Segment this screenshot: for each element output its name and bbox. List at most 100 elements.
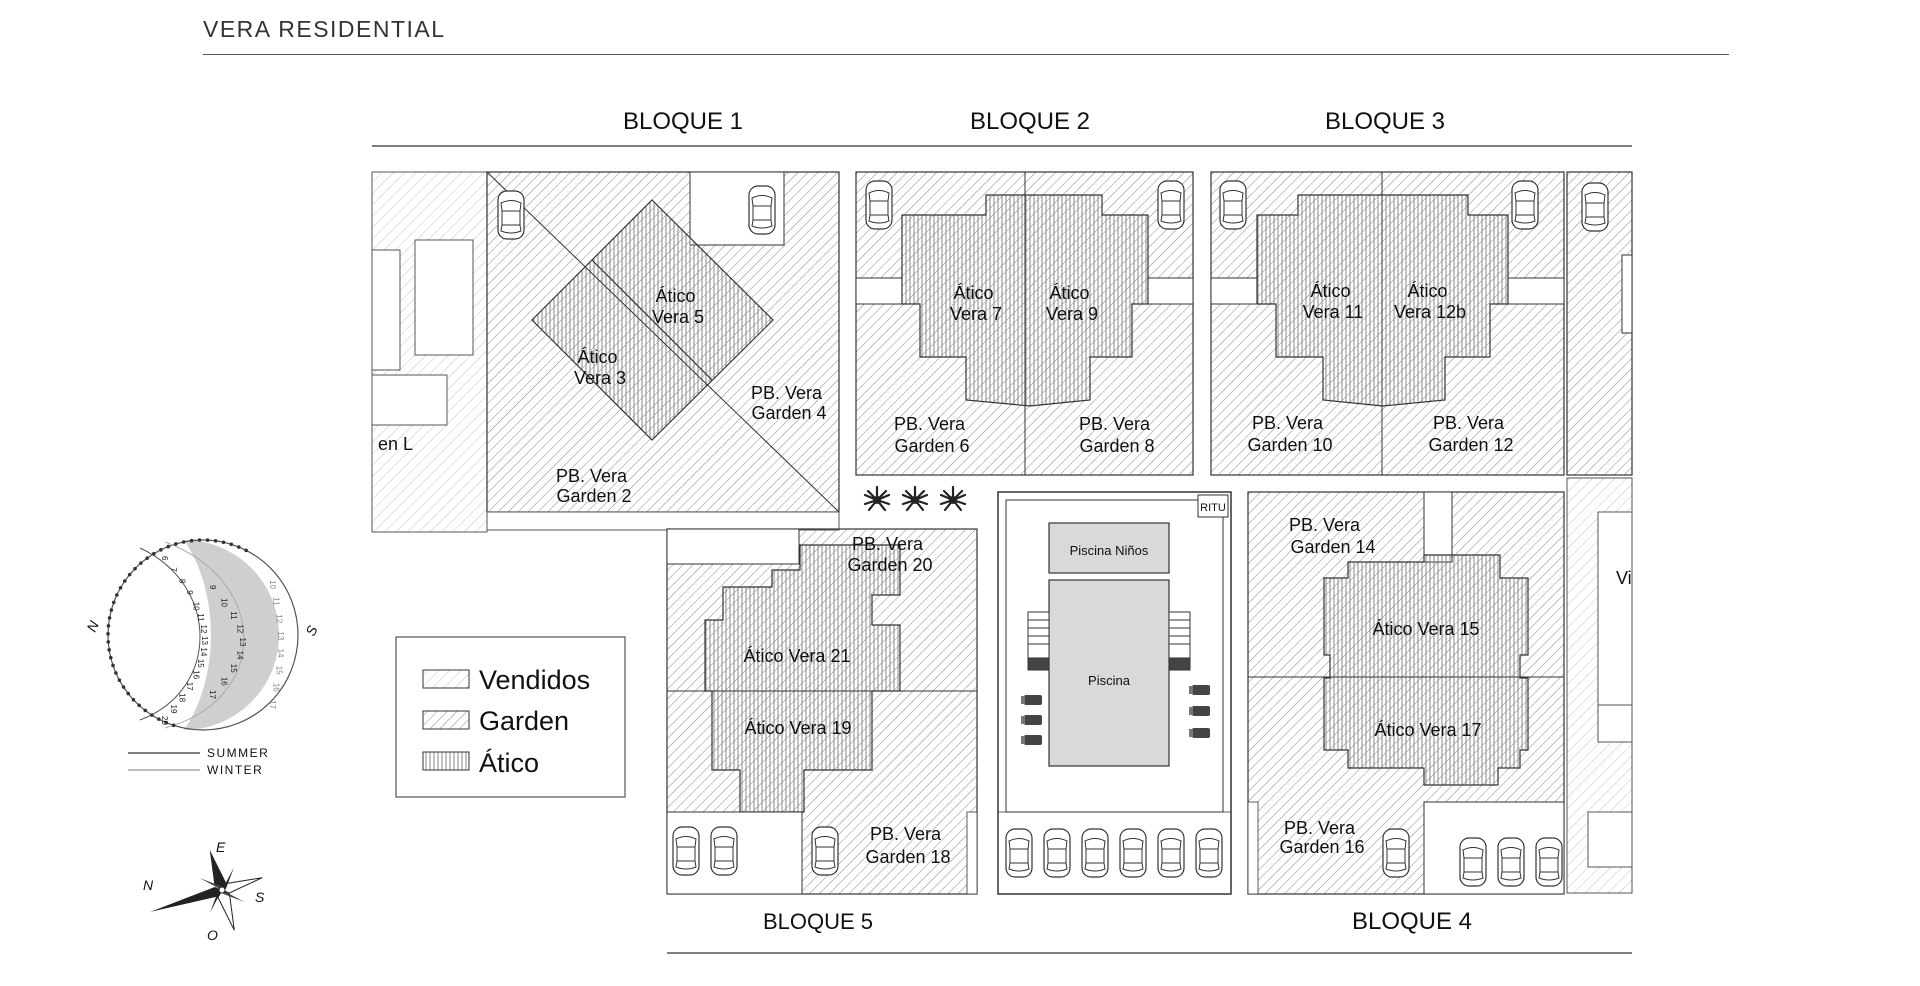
main-pool <box>1048 579 1170 767</box>
unit-garden-12: PB. Vera Garden 12 <box>1428 413 1513 455</box>
sun-hour-outer: 6 <box>160 556 169 561</box>
compass-s-label: S <box>255 889 265 905</box>
block-5: PB. Vera Garden 20 Ático Vera 21 Ático V… <box>666 528 978 895</box>
block-1: en L Ático Vera 3 Ático Vera 5 PB. Vera … <box>371 171 840 533</box>
sun-dot <box>237 545 241 549</box>
parked-car <box>748 185 776 235</box>
sun-hour-outer: 9 <box>185 590 194 595</box>
unit-garden-2: PB. Vera Garden 2 <box>556 466 632 506</box>
compass-e-label: E <box>216 839 226 855</box>
sun-hour-mid: 15 <box>229 664 238 673</box>
sun-hour-outer: 12 <box>199 625 208 634</box>
unit-atico-vera-5: Ático Vera 5 <box>652 286 704 327</box>
block-1-title: BLOQUE 1 <box>623 108 743 135</box>
sun-hour-inner: 16 <box>271 683 280 692</box>
sun-hour-mid: 12 <box>236 624 245 633</box>
sun-dot <box>109 608 114 612</box>
parked-car <box>1535 837 1563 887</box>
parked-car <box>1043 828 1071 878</box>
sun-hour-inner: 14 <box>276 649 285 658</box>
parked-car <box>710 826 738 876</box>
sun-hour-outer: 8 <box>177 579 186 584</box>
compass-o-label: O <box>207 927 218 943</box>
sun-dot <box>114 671 118 675</box>
sun-hour-outer: 18 <box>177 693 186 702</box>
sun-dot <box>139 561 143 565</box>
parked-car <box>865 180 893 230</box>
sun-dot <box>117 678 122 682</box>
block-5-title: BLOQUE 5 <box>763 909 873 934</box>
unit-atico-vera-15: Ático Vera 15 <box>1372 619 1479 639</box>
compass-n-label: N <box>143 877 154 893</box>
sun-dot <box>157 717 161 721</box>
parked-car <box>1581 182 1609 232</box>
sun-dot <box>123 579 127 583</box>
legend-swatch-atico <box>422 751 470 771</box>
sun-hour-inner: 15 <box>274 666 283 675</box>
parked-car <box>1459 837 1487 887</box>
sun-dot <box>115 593 119 597</box>
kids-pool <box>1048 522 1170 574</box>
winter-label: WINTER <box>207 763 263 777</box>
ritu-label: RITU <box>1200 502 1226 514</box>
main-pool-label: Piscina <box>1088 673 1131 688</box>
block-2-title: BLOQUE 2 <box>970 108 1090 135</box>
parked-car <box>1081 828 1109 878</box>
unit-garden-4: PB. Vera Garden 4 <box>751 383 827 423</box>
parked-car <box>1219 180 1247 230</box>
sun-dot <box>229 542 234 547</box>
parked-car <box>1157 828 1185 878</box>
sun-dot <box>152 551 156 556</box>
sun-dot <box>197 538 202 542</box>
unit-garden-18: PB. Vera Garden 18 <box>865 824 950 867</box>
sun-dot <box>118 586 123 590</box>
sun-dot <box>166 544 171 549</box>
unit-atico-vera-3: Ático Vera 3 <box>574 347 626 388</box>
parked-car <box>1195 828 1223 878</box>
parked-car <box>1382 828 1410 878</box>
parked-car <box>672 826 700 876</box>
sun-hour-outer: 20 <box>160 716 169 725</box>
sun-dot <box>159 548 163 552</box>
block-3: Ático Vera 11 Ático Vera 12b PB. Vera Ga… <box>1210 171 1565 476</box>
block-2: Ático Vera 7 Ático Vera 9 PB. Vera Garde… <box>855 171 1194 476</box>
sun-hour-outer: 16 <box>191 670 200 679</box>
sun-hour-outer: 11 <box>196 613 205 622</box>
unit-partial-v: Vi <box>1616 568 1632 588</box>
sun-dot <box>244 548 248 553</box>
sun-hour-mid: 14 <box>236 651 245 660</box>
summer-label: SUMMER <box>207 746 269 760</box>
parked-car <box>497 190 525 240</box>
sun-dot <box>137 703 141 708</box>
sun-dot <box>221 540 226 545</box>
unit-partial-l: en L <box>378 434 413 454</box>
parked-car <box>1497 837 1525 887</box>
sun-hour-mid: 17 <box>208 690 217 699</box>
unit-atico-vera-12b: Ático Vera 12b <box>1394 281 1466 322</box>
sun-hour-inner: 11 <box>271 597 280 606</box>
sun-dot <box>106 640 111 644</box>
sun-dot <box>121 685 126 689</box>
page-header: VERA RESIDENTIAL <box>203 14 1729 55</box>
sun-dot <box>127 572 132 577</box>
sun-dot <box>111 600 116 605</box>
legend-swatch-garden <box>422 710 470 730</box>
compass-rose-icon <box>150 849 263 931</box>
legend-label-atico: Ático <box>479 748 539 778</box>
sun-hour-outer: 13 <box>200 636 209 645</box>
sun-dot <box>143 708 148 713</box>
unit-garden-16: PB. Vera Garden 16 <box>1279 818 1364 857</box>
sun-hour-outer: 10 <box>191 602 200 611</box>
sun-dot <box>145 556 149 560</box>
sun-hour-outer: 19 <box>169 705 178 714</box>
sun-hour-inner: 12 <box>274 614 283 623</box>
unit-atico-vera-9: Ático Vera 9 <box>1046 283 1098 324</box>
sun-hour-mid: 9 <box>208 585 217 590</box>
unit-atico-vera-17: Ático Vera 17 <box>1374 720 1481 740</box>
parked-car <box>1511 180 1539 230</box>
parked-car <box>811 826 839 876</box>
unit-garden-8: PB. Vera Garden 8 <box>1079 414 1155 456</box>
sun-dot <box>133 566 137 571</box>
block-4-title: BLOQUE 4 <box>1352 908 1472 935</box>
sun-dot <box>174 542 178 546</box>
